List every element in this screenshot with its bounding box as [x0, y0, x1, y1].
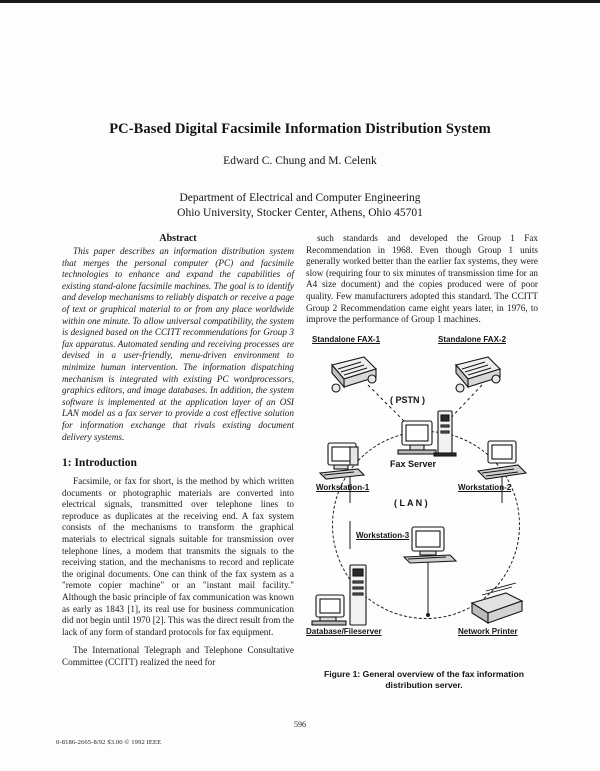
figure-caption-line-2: distribution server. [385, 680, 463, 690]
workstation-1-icon [318, 442, 366, 480]
abstract-heading: Abstract [159, 233, 197, 244]
network-printer-icon [470, 582, 524, 624]
fig-node-label-workstation1: Workstation-1 [316, 483, 370, 492]
abstract-text: This paper describes an information dist… [62, 246, 294, 442]
figure-caption-line-1: Figure 1: General overview of the fax in… [323, 669, 525, 679]
affiliation-department: Department of Electrical and Computer En… [179, 192, 421, 204]
workstation-2-icon [476, 440, 528, 480]
introduction-heading: 1: Introduction [62, 457, 137, 470]
fax-machine-2-icon [455, 356, 502, 393]
page-sheet: PC-Based Digital Facsimile Information D… [0, 3, 600, 771]
fig-label-lan: ( L A N ) [394, 498, 428, 508]
page-number: 596 [294, 720, 306, 729]
page-title: PC-Based Digital Facsimile Information D… [109, 121, 491, 137]
figure-caption: Figure 1: General overview of the fax in… [306, 669, 542, 691]
copyright-line: 0-8186-2665-8/92 $3.00 © 1992 IEEE [56, 739, 162, 746]
workstation-3-icon [402, 526, 458, 564]
fig-node-label-workstation3: Workstation-3 [356, 531, 410, 540]
fig-label-pstn: ( PSTN ) [390, 395, 425, 405]
right-column: such standards and developed the Group 1… [306, 233, 538, 333]
fig-node-label-database: Database/Fileserver [306, 627, 382, 636]
fax-server-icon [397, 410, 457, 457]
figure-1: Standalone FAX-1 Standalone FAX-2 ( PSTN… [306, 335, 542, 661]
fig-node-label-fax-server: Fax Server [390, 459, 437, 469]
affiliation: Department of Electrical and Computer En… [50, 191, 550, 221]
fig-node-label-workstation2: Workstation-2 [458, 483, 512, 492]
ring-connection-dots [426, 613, 430, 617]
figure-artwork [311, 356, 528, 626]
introduction-paragraph-1: Facsimile, or fax for short, is the meth… [62, 476, 294, 637]
right-column-paragraph-1: such standards and developed the Group 1… [306, 233, 538, 325]
left-column: Abstract This paper describes an informa… [62, 233, 294, 676]
author-list: Edward C. Chung and M. Celenk [223, 155, 377, 167]
database-fileserver-icon [311, 564, 367, 626]
introduction-paragraph-2: The International Telegraph and Telephon… [62, 645, 294, 667]
fig-node-label-fax1: Standalone FAX-1 [312, 335, 381, 344]
scan-edge-artifact [0, 0, 600, 3]
affiliation-address: Ohio University, Stocker Center, Athens,… [177, 207, 423, 219]
fig-node-label-fax2: Standalone FAX-2 [438, 335, 507, 344]
fig-node-label-printer: Network Printer [458, 627, 518, 636]
fax-machine-1-icon [331, 356, 378, 393]
